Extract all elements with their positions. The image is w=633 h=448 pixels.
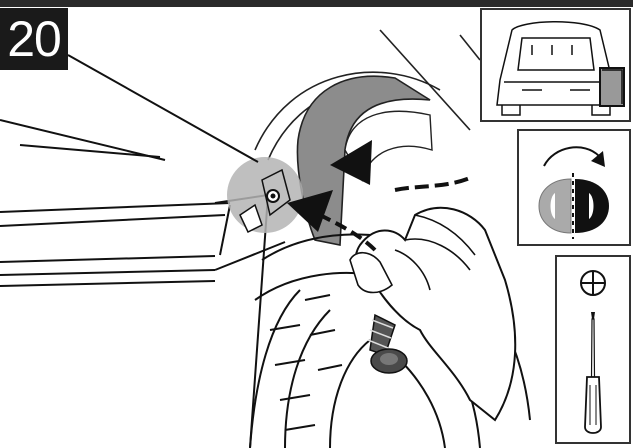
removed-fastener (368, 315, 407, 373)
vehicle-location-panel (480, 8, 631, 122)
step-number-badge: 20 (0, 8, 68, 70)
required-tool-panel (555, 255, 631, 444)
half-turn-rotation-icon (519, 131, 629, 244)
phillips-screwdriver-icon (557, 257, 629, 442)
rear-vehicle-view-icon (482, 10, 629, 120)
rotation-direction-panel (517, 129, 631, 246)
hand (356, 208, 515, 420)
